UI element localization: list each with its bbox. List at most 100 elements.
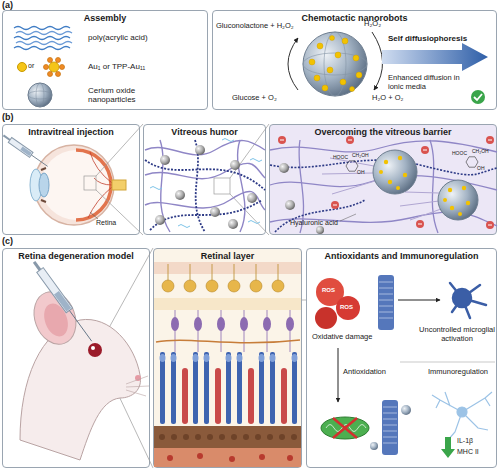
- retina-layers: [197, 453, 203, 459]
- gold-cluster: [48, 58, 53, 63]
- component-label: or: [28, 62, 42, 70]
- mitochondrion: [321, 417, 369, 439]
- label-leader: [340, 214, 356, 221]
- syringe: [69, 310, 91, 341]
- gold-cluster: [60, 65, 65, 70]
- eye: [41, 150, 111, 220]
- vitreous-particles: [155, 145, 257, 229]
- retina-layers: [171, 317, 294, 331]
- retina-layers: [154, 448, 301, 467]
- retina-layers: [215, 368, 221, 424]
- vitreous-particles: [195, 145, 205, 155]
- chemical-group: OH: [477, 166, 491, 172]
- collagen-fibers: [145, 140, 265, 232]
- panel-letter: (c): [2, 236, 26, 246]
- panel-title: Overcoming the vitreous barrier: [270, 125, 496, 137]
- reaction-label: H₂O + O₂: [372, 94, 422, 103]
- nanorobots: [373, 150, 478, 220]
- reaction-arrows: [288, 38, 298, 90]
- reaction-label: Gluconolactone + H₂O₂: [216, 22, 316, 31]
- panel-letter: (b): [2, 112, 26, 122]
- retina-layers: [168, 264, 278, 284]
- nanorobot: [340, 79, 346, 85]
- gold-atom: [18, 63, 27, 72]
- mouse-head: [20, 286, 149, 460]
- activated-microglia: [453, 289, 471, 307]
- barrier-fibers: [430, 140, 438, 233]
- short-fibrils: [248, 221, 260, 224]
- vitreous-particles: [230, 160, 240, 170]
- molecule-label: Hyaluronic acid: [290, 219, 350, 227]
- eye: [41, 168, 46, 202]
- gold-cluster: [56, 58, 61, 63]
- retina-layers: [193, 354, 199, 362]
- retina-layers: [207, 434, 213, 440]
- chemical-group: HOOC: [333, 155, 355, 161]
- negative-charges: [423, 150, 427, 151]
- sugar-rings: [466, 157, 478, 167]
- mouse-head: [88, 343, 102, 357]
- damaged-cells: [315, 278, 360, 329]
- short-fibrils: [150, 139, 262, 228]
- syringe: [2, 133, 50, 169]
- hyaluronan-chains: [145, 140, 265, 232]
- syringe: [33, 261, 41, 271]
- negative-charges: [348, 140, 352, 141]
- mechanism-label: Self diffusiophoresis: [388, 34, 493, 43]
- nanorobots: [466, 201, 470, 205]
- motion-arrow: [382, 43, 488, 71]
- nanorobot: [342, 38, 348, 44]
- zoom-lines: [96, 190, 143, 235]
- panel-title: Assembly: [3, 11, 207, 23]
- vitreous-particles: [247, 193, 257, 203]
- negative-charges: [416, 220, 424, 228]
- motion-trails: [332, 181, 375, 194]
- retina-layers: [162, 280, 174, 292]
- polymer-chains: [14, 47, 70, 50]
- retina-layers: [243, 434, 249, 440]
- retina-layers: [183, 434, 189, 440]
- component-label: Cerium oxide nanoparticles: [88, 86, 152, 104]
- negative-charges: [486, 136, 494, 144]
- gold-atom: [18, 63, 27, 72]
- sugar-rings: [346, 157, 478, 171]
- process-label: Antioxidation: [343, 368, 403, 377]
- gold-cluster: [44, 58, 65, 77]
- negative-charges: [488, 140, 492, 141]
- damaged-cells: [315, 307, 337, 329]
- retina-layers: [237, 352, 242, 424]
- motion-trails: [405, 192, 439, 193]
- syringe: [8, 138, 33, 158]
- resting-microglia: [457, 407, 467, 417]
- short-fibrils: [178, 225, 190, 228]
- polymer-chains: [14, 37, 70, 40]
- nanorobot: [356, 72, 362, 78]
- syringe: [31, 155, 47, 166]
- retina-layers: [250, 280, 262, 292]
- retina-layers: [231, 434, 237, 440]
- syringe: [31, 260, 95, 344]
- negative-charges: [486, 221, 494, 229]
- vitreous-particles: [175, 190, 185, 200]
- vitreous-particles: [210, 207, 220, 217]
- retina-layers: [229, 456, 235, 462]
- zoom-lines: [230, 194, 269, 235]
- retina-layers: [194, 317, 202, 331]
- photoreceptor-stacks: [382, 400, 398, 455]
- retina-layers: [270, 352, 275, 424]
- retina-layers: [287, 455, 293, 461]
- nanorobots: [458, 212, 462, 216]
- retina-layers: [259, 352, 264, 424]
- nanorobots: [396, 186, 400, 190]
- short-fibrils: [222, 139, 234, 142]
- chemical-group: HOOC: [452, 151, 474, 157]
- hyaluronan-chains: [150, 200, 262, 230]
- marker-label: MHC II: [457, 448, 493, 456]
- ceria-particle: [28, 83, 52, 107]
- nanorobots: [373, 150, 417, 194]
- nanorobots: [462, 186, 466, 190]
- retina-layers: [154, 262, 301, 274]
- retina-layers: [171, 354, 177, 362]
- nanorobots: [398, 156, 402, 160]
- small-particles: [285, 200, 295, 210]
